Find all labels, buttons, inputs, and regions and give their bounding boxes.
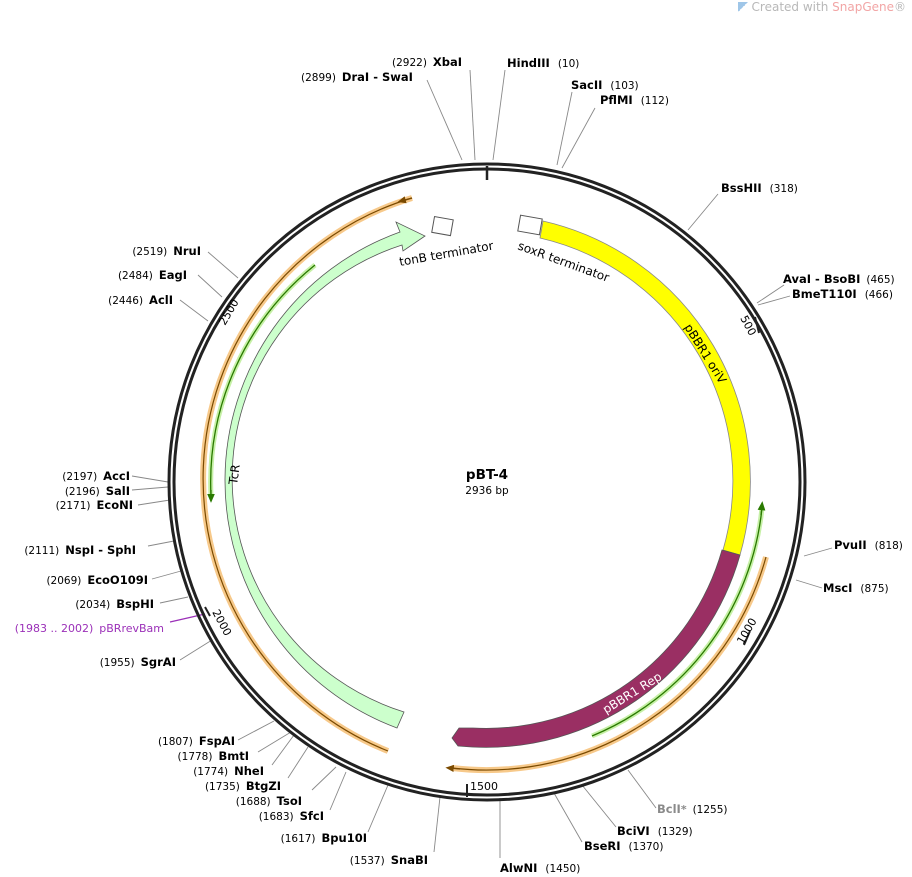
site-eagi[interactable]: (2484)EagI xyxy=(118,268,187,282)
site-bseri[interactable]: BseRI(1370) xyxy=(584,839,663,853)
plasmid-name: pBT-4 xyxy=(466,467,508,483)
site-sgrai[interactable]: (1955)SgrAI xyxy=(100,655,176,669)
site-sali[interactable]: (2196)SalI xyxy=(65,484,130,498)
site-pflmi[interactable]: PflMI(112) xyxy=(600,93,669,107)
feature-label-tcr: TcR xyxy=(226,463,243,486)
feature-soxr-terminator[interactable] xyxy=(517,214,543,236)
site-btgzi[interactable]: (1735)BtgZI xyxy=(205,779,281,793)
site-econi[interactable]: (2171)EcoNI xyxy=(56,498,133,512)
site-acli[interactable]: (2446)AclI xyxy=(108,293,173,307)
feature-label-pbbr1-rep: pBBR1 Rep xyxy=(600,669,664,716)
site-hindiii[interactable]: HindIII(10) xyxy=(507,56,579,70)
site-bmti[interactable]: (1778)BmtI xyxy=(178,749,249,763)
site-bsshii[interactable]: BssHII(318) xyxy=(721,181,798,195)
site-avai-bsobi[interactable]: AvaI - BsoBI(465) xyxy=(783,272,895,286)
site-bmet110i[interactable]: BmeT110I(466) xyxy=(792,287,893,301)
site-msci[interactable]: MscI(875) xyxy=(823,581,889,595)
gene-arc-rep xyxy=(591,507,763,737)
feature-pbbr1-rep[interactable] xyxy=(451,549,741,748)
snapgene-logo-icon xyxy=(737,2,748,12)
site-bcivi[interactable]: BciVI(1329) xyxy=(617,824,693,838)
gene-arc-tcr xyxy=(210,264,316,497)
snapgene-watermark: Created with SnapGene® xyxy=(737,0,906,14)
plasmid-size: 2936 bp xyxy=(465,485,509,497)
site-nhei[interactable]: (1774)NheI xyxy=(193,764,264,778)
gene-arc-rep-arrow xyxy=(757,501,766,516)
site-bpu10i[interactable]: (1617)Bpu10I xyxy=(281,831,367,845)
orf-arc-rep xyxy=(451,556,767,771)
site-ecoo109i[interactable]: (2069)EcoO109I xyxy=(46,573,148,587)
site-nspi-sphi[interactable]: (2111)NspI - SphI xyxy=(24,543,136,557)
orf-arc-rep-arrow xyxy=(445,764,461,773)
scale-tick-marks xyxy=(204,305,760,797)
site-fspai[interactable]: (1807)FspAI xyxy=(158,734,235,748)
site-snabi[interactable]: (1537)SnaBI xyxy=(350,853,428,867)
backbone-outer-strand xyxy=(167,162,807,802)
feature-tonb-terminator[interactable] xyxy=(431,215,454,237)
feature-tcr[interactable] xyxy=(224,221,426,729)
site-acci[interactable]: (2197)AccI xyxy=(62,469,130,483)
feature-label-pbbr1-oriv: pBBR1 oriV xyxy=(681,321,729,386)
site-tsoi[interactable]: (1688)TsoI xyxy=(236,794,302,808)
primer-pbrrevbam[interactable]: (1983 .. 2002)pBRrevBam xyxy=(15,622,164,635)
site-drai-swai[interactable]: (2899)DraI - SwaI xyxy=(301,70,413,84)
site-pvuii[interactable]: PvuII(818) xyxy=(834,538,903,552)
site-alwni[interactable]: AlwNI(1450) xyxy=(500,861,580,875)
scale-tick-1500: 1500 xyxy=(470,780,498,793)
orf-arc-tcr-arrow xyxy=(397,196,413,204)
orf-arc-tcr xyxy=(202,197,413,752)
site-bcli[interactable]: BclI*(1255) xyxy=(657,802,728,816)
site-leader-lines xyxy=(131,69,833,858)
site-nrui[interactable]: (2519)NruI xyxy=(132,244,201,258)
orf-arcs xyxy=(200,195,769,773)
site-sfci[interactable]: (1683)SfcI xyxy=(259,809,324,823)
site-xbai[interactable]: (2922)XbaI xyxy=(392,55,462,69)
site-sacii[interactable]: SacII(103) xyxy=(571,78,639,92)
scale-tick-2500: 2500 xyxy=(216,297,241,328)
site-bsphi[interactable]: (2034)BspHI xyxy=(75,597,154,611)
